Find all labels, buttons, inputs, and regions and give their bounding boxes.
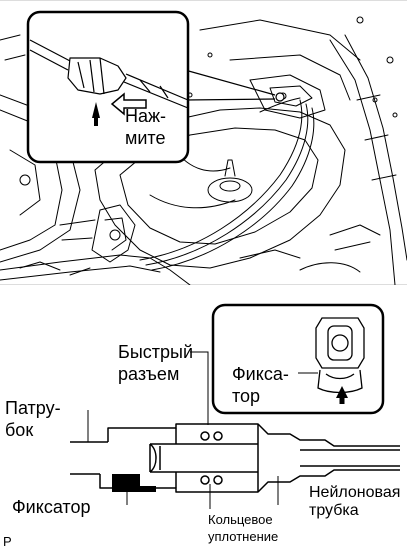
quick-connector-label-line1: Быстрый (118, 342, 193, 362)
nylon-tube-label-line2: трубка (309, 502, 359, 519)
retainer-inset-label-line1: Фикса- (232, 364, 289, 384)
press-inset (26, 10, 190, 164)
o-ring-label-line1: Кольцевое (208, 512, 273, 527)
o-ring-label-line2: уплотнение (208, 529, 279, 544)
press-label-line2: мите (125, 128, 166, 148)
pipe-label-line2: бок (5, 420, 34, 440)
press-label-line1: Наж- (125, 106, 167, 126)
retainer-label: Фиксатор (12, 497, 91, 517)
retainer-inset-label-line2: тор (232, 386, 261, 406)
nylon-tube-label-line1: Нейлоновая (309, 484, 401, 501)
pipe-label-line1: Патру- (5, 398, 61, 418)
quick-connector-label-line2: разъем (118, 364, 180, 384)
figure-code: P (3, 534, 12, 549)
underbody-illustration (0, 0, 407, 285)
